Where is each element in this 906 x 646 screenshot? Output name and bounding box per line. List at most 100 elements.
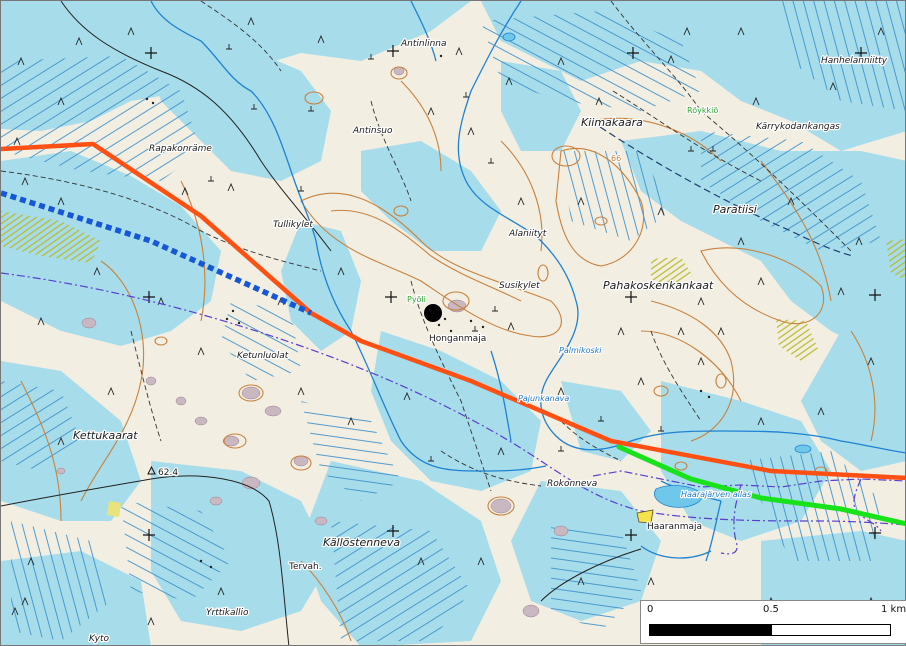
- stone-dot: [209, 565, 213, 569]
- forest-symbol: [127, 26, 135, 36]
- forest-symbol: [817, 406, 825, 416]
- forest-symbol: [21, 176, 29, 186]
- water-label: Pajunkanava: [518, 394, 569, 403]
- forest-symbol: [403, 391, 411, 401]
- place-name-label: Kiimakaara: [581, 116, 643, 129]
- forest-symbol: [75, 36, 83, 46]
- place-name-label: Pahakoskenkankaat: [603, 279, 714, 292]
- grid-crosshair: [387, 45, 399, 57]
- forest-symbol: [37, 316, 45, 326]
- forest-symbol: [477, 556, 485, 566]
- place-name-label: Hanhelanniitty: [821, 56, 888, 66]
- forest-symbol: [107, 386, 115, 396]
- place-name-label: Alaniityt: [508, 229, 547, 239]
- forest-symbol: [697, 296, 705, 306]
- forest-symbol: [637, 376, 645, 386]
- water-label: Haarajärven allas: [681, 490, 751, 499]
- forest-symbol: [57, 96, 65, 106]
- scale-bar-white-segment: [771, 624, 891, 636]
- forest-symbol: [297, 386, 305, 396]
- place-name-label: Ketunluolat: [237, 351, 289, 361]
- contour-labels: 66: [610, 153, 623, 165]
- forest-symbol: [557, 56, 565, 66]
- forest-symbol: [757, 276, 765, 286]
- forest-symbol: [757, 416, 765, 426]
- forest-symbol: [737, 26, 745, 36]
- roads: [1, 1, 642, 645]
- stone-dot: [443, 317, 447, 321]
- forest-symbol: [557, 386, 565, 396]
- forest-symbol: [507, 321, 515, 331]
- forest-symbol: [595, 96, 603, 106]
- feature-label: Tervah.: [288, 562, 322, 572]
- scale-tick-half: 0.5: [763, 604, 779, 615]
- forest-symbol: [677, 326, 685, 336]
- place-name-label: Kettukaarat: [73, 429, 138, 442]
- boulder-symbol: [472, 326, 478, 332]
- landmark-label: Pyöli: [407, 295, 426, 304]
- forest-symbol: [93, 266, 101, 276]
- district-road: [590, 120, 854, 257]
- forest-symbol: [227, 182, 235, 192]
- forest-symbol: [829, 81, 837, 91]
- stone-dot: [439, 54, 443, 58]
- boulder-symbol: [492, 306, 498, 312]
- scale-bar-black-segment: [649, 624, 771, 636]
- forest-symbol: [197, 346, 205, 356]
- contour-elevation-label: 66: [611, 154, 621, 163]
- forest-symbol: [867, 356, 875, 366]
- feature-label: 62.4: [158, 468, 178, 478]
- boulder-symbol: [688, 146, 694, 152]
- forest-symbol: [13, 136, 21, 146]
- stone-dot: [699, 389, 703, 393]
- blue-dashed-route-line[interactable]: [1, 190, 313, 316]
- tracks: [1, 1, 852, 492]
- forest-symbol: [752, 96, 760, 106]
- forest-symbol: [17, 56, 25, 66]
- scale-tick-0: 0: [647, 604, 654, 615]
- forest-symbol: [247, 16, 255, 26]
- boulder-symbol: [558, 446, 564, 452]
- forest-symbol: [217, 586, 225, 596]
- boulder-symbol: [598, 416, 604, 422]
- green-route-line[interactable]: [616, 444, 906, 527]
- forest-symbol: [21, 596, 29, 606]
- streams: [150, 1, 905, 562]
- stone-dot: [449, 329, 453, 333]
- boulder-symbol: [298, 186, 304, 192]
- stone-dot: [199, 559, 203, 563]
- stone-dot: [469, 319, 473, 323]
- forest-symbol: [27, 556, 35, 566]
- forest-symbol: [683, 26, 691, 36]
- contour-lines: [20, 66, 876, 642]
- orange-route-line[interactable]: [1, 141, 906, 481]
- forest-symbol: [617, 326, 625, 336]
- forest-symbol: [717, 326, 725, 336]
- location-marker[interactable]: [424, 304, 442, 322]
- grid-crosshair: [625, 291, 637, 303]
- forest-symbol: [577, 196, 585, 206]
- building-icon: [636, 509, 654, 524]
- feature-label: Honganmaja: [429, 334, 486, 344]
- boulder-symbol: [226, 44, 232, 50]
- forest-symbol: [787, 196, 795, 206]
- forest-symbol: [11, 606, 19, 616]
- boulder-symbol: [463, 92, 469, 98]
- boulder-symbol: [488, 158, 494, 164]
- forest-symbol: [181, 186, 189, 196]
- forest-symbol: [337, 266, 345, 276]
- forest-symbol: [147, 616, 155, 626]
- grid-crosshair: [145, 47, 157, 59]
- grid-crosshair: [143, 529, 155, 541]
- landmark-label: Röykkiö: [687, 106, 718, 115]
- grid-crosshair: [387, 525, 399, 537]
- stone-dot: [437, 323, 441, 327]
- forest-symbol: [877, 26, 885, 36]
- boulder-symbol: [251, 104, 257, 110]
- place-name-label: Kyto: [89, 634, 110, 644]
